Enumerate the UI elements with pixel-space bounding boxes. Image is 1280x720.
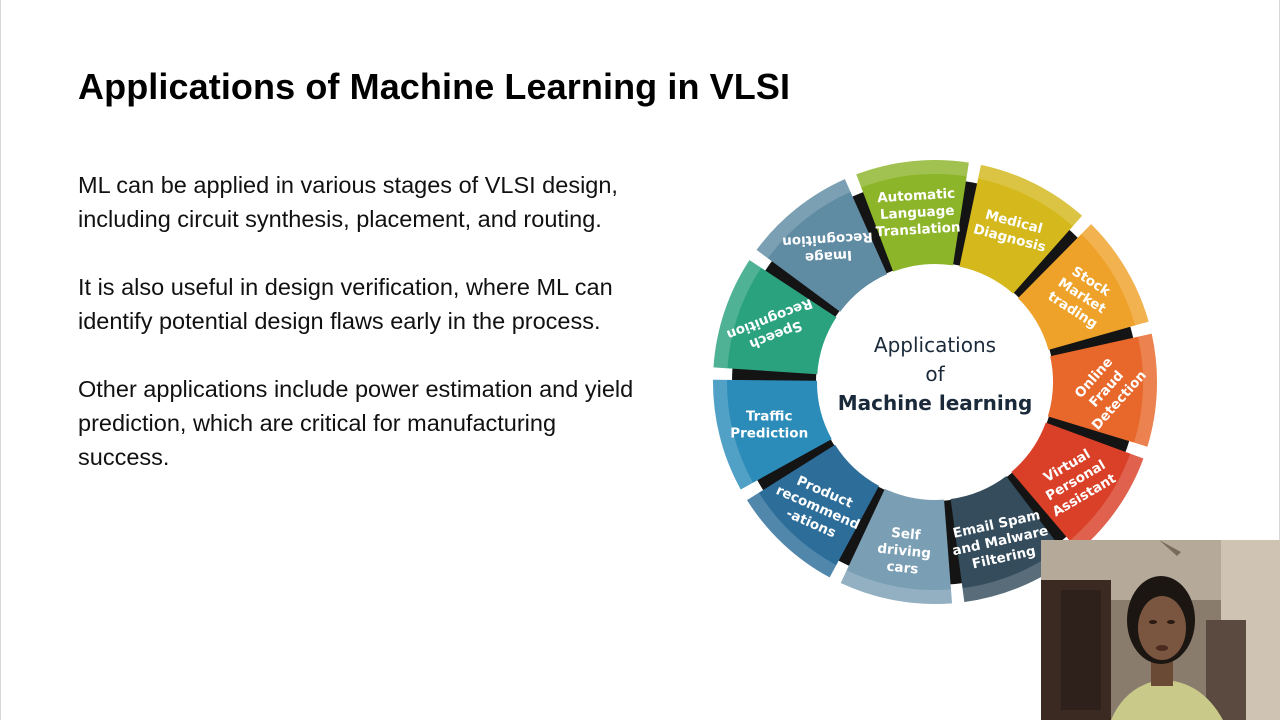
segment-shape xyxy=(1017,224,1149,350)
segment-label: AutomaticLanguageTranslation xyxy=(873,186,961,241)
segment-label-line: Language xyxy=(880,203,955,223)
paragraph-1: ML can be applied in various stages of V… xyxy=(78,172,618,232)
wheel-segment: MedicalDiagnosis xyxy=(959,164,1083,294)
segment-bevel xyxy=(1081,224,1149,326)
slide-title: Applications of Machine Learning in VLSI xyxy=(78,66,791,107)
wheel-center-line: of xyxy=(925,362,945,386)
segment-shape xyxy=(747,444,880,578)
paragraph-2: It is also useful in design verification… xyxy=(78,274,613,334)
segment-shape xyxy=(756,179,888,312)
segment-label-line: Translation xyxy=(875,219,961,240)
wheel-segment: Productrecommend-ations xyxy=(747,444,880,578)
segment-label-line: driving xyxy=(877,541,932,562)
segment-bevel xyxy=(978,164,1083,227)
segment-bevel xyxy=(713,260,762,369)
slide-body: ML can be applied in various stages of V… xyxy=(78,168,648,508)
segment-label-line: cars xyxy=(886,559,919,578)
segment-label-line: Traffic xyxy=(746,408,793,424)
segment-shape xyxy=(713,260,837,375)
webcam-image xyxy=(1041,540,1280,720)
segment-bevel xyxy=(840,570,953,604)
segment-label-line: Prediction xyxy=(730,425,808,441)
segment-label: Email Spamand MalwareFiltering xyxy=(947,506,1053,576)
segment-label-line: Image xyxy=(805,247,853,266)
segment-label-line: Recognition xyxy=(782,229,873,250)
wheel-segment: StockMarkettrading xyxy=(1017,224,1149,350)
segment-bevel xyxy=(756,179,851,259)
segment-shape xyxy=(1011,422,1144,552)
segment-bevel xyxy=(1069,453,1144,552)
wheel-segment: VirtualPersonalAssistant xyxy=(1011,422,1144,552)
wheel-segment: AutomaticLanguageTranslation xyxy=(856,160,969,272)
segment-bevel xyxy=(747,492,837,578)
segment-shape xyxy=(840,488,953,604)
segment-shape xyxy=(950,476,1069,603)
segment-label-line: Self xyxy=(890,525,921,544)
segment-label: VirtualPersonalAssistant xyxy=(1033,441,1120,520)
segment-shape xyxy=(1047,333,1157,447)
segment-label-line: Automatic xyxy=(877,186,956,206)
wheel-segment: SpeechRecognition xyxy=(713,260,837,375)
segment-label: Selfdrivingcars xyxy=(875,524,933,579)
segment-bevel xyxy=(856,160,969,188)
segment-bevel xyxy=(713,379,753,490)
wheel-segment: OnlineFraudDetection xyxy=(1047,333,1157,447)
wheel-center xyxy=(823,270,1047,494)
wheel-segment: Email Spamand MalwareFiltering xyxy=(947,476,1069,603)
paragraph-3: Other applications include power estimat… xyxy=(78,376,634,470)
segment-shape xyxy=(959,164,1083,294)
presenter-webcam xyxy=(1041,540,1280,720)
wheel-segment: ImageRecognition xyxy=(756,179,888,312)
wheel-center-line: Applications xyxy=(874,333,996,357)
segment-shape xyxy=(713,379,832,490)
segment-label: ImageRecognition xyxy=(782,229,874,267)
wheel-center-line: Machine learning xyxy=(838,391,1033,415)
segment-bevel xyxy=(1133,333,1157,447)
wheel-segment: Selfdrivingcars xyxy=(840,488,953,604)
segment-shape xyxy=(856,160,969,272)
